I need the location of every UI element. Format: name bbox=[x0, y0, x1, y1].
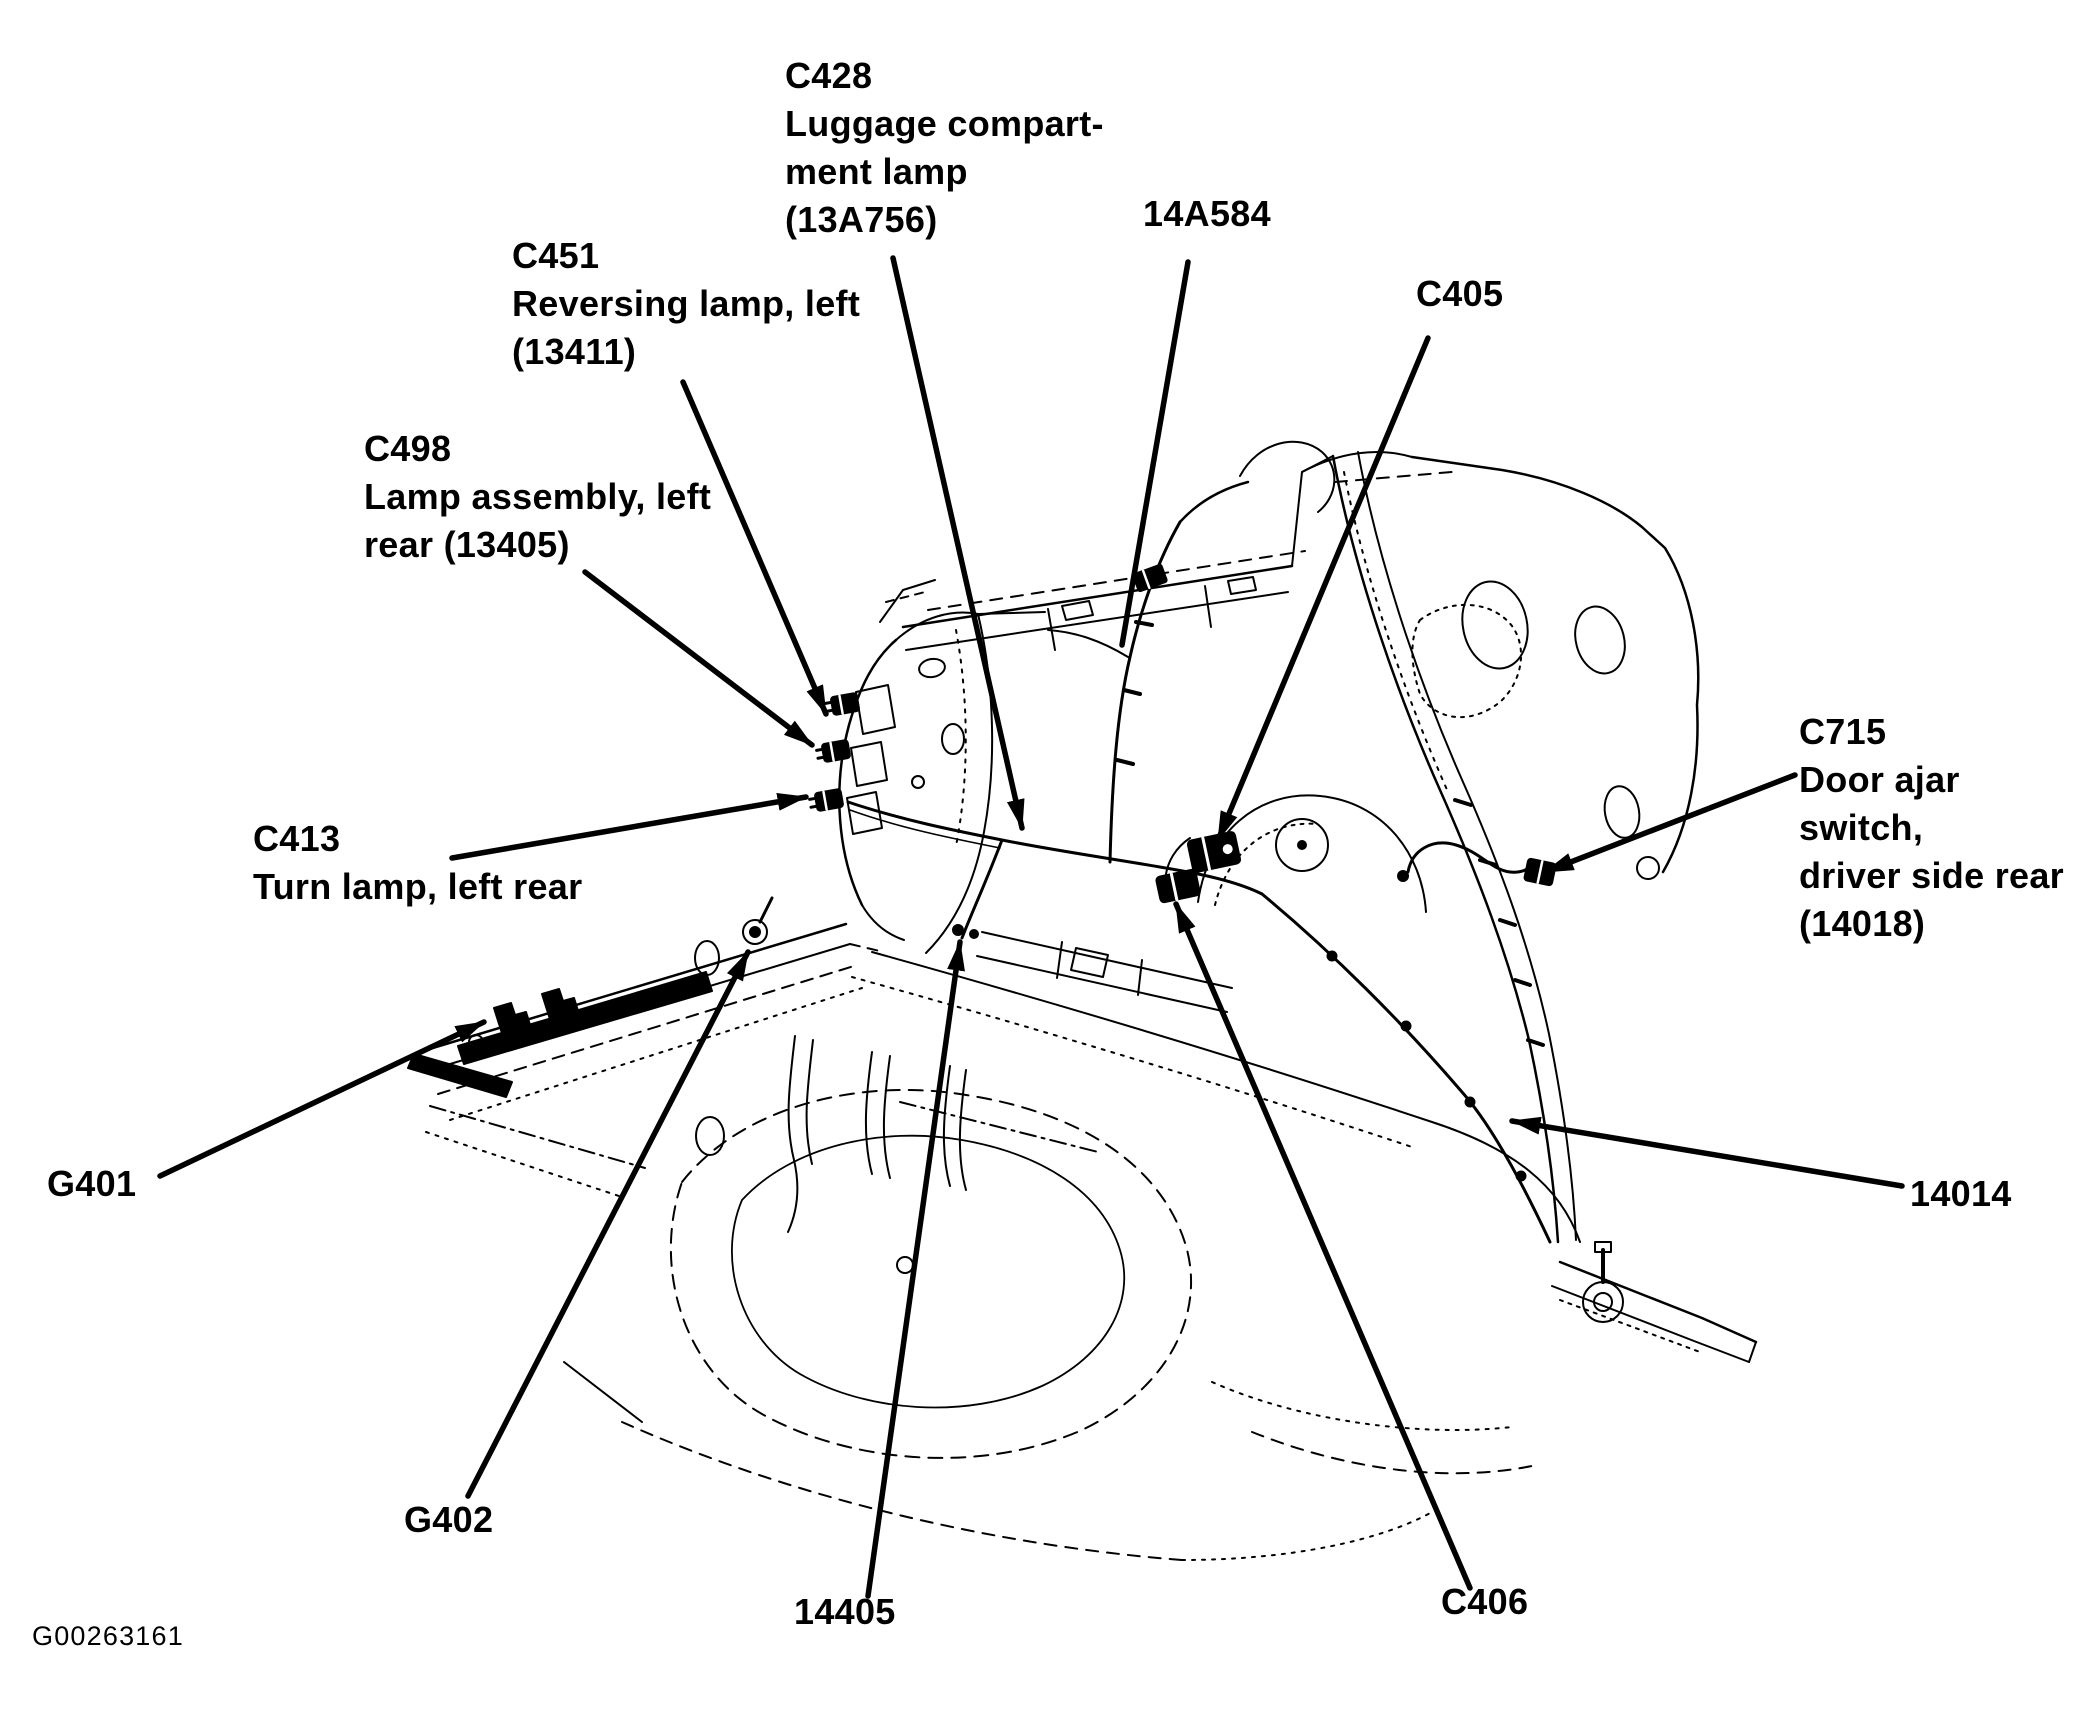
callout-14405: 14405 bbox=[794, 1591, 896, 1632]
callout-g402: G402 bbox=[404, 1499, 494, 1540]
rear-lamp-connectors bbox=[808, 692, 860, 812]
callout-c498: C498 Lamp assembly, left rear (13405) bbox=[364, 428, 712, 565]
callout-c451: C451 Reversing lamp, left (13411) bbox=[512, 235, 861, 372]
leader-c451 bbox=[680, 379, 829, 717]
right-quarter-panel bbox=[1410, 455, 1700, 880]
left-quarter-panel bbox=[838, 611, 1046, 954]
callout-14a584: 14A584 bbox=[1143, 193, 1271, 234]
leader-c413 bbox=[449, 792, 809, 861]
leader-c715 bbox=[1542, 772, 1798, 875]
connector-c406 bbox=[1155, 868, 1201, 904]
leader-c498 bbox=[582, 569, 815, 748]
leader-14014 bbox=[1509, 1116, 1905, 1189]
callout-c715: C715 Door ajar switch, driver side rear … bbox=[1799, 711, 2064, 944]
wiring-harness bbox=[846, 480, 1552, 1244]
callout-14014: 14014 bbox=[1910, 1173, 2012, 1214]
trunk-floor-pan bbox=[425, 940, 1581, 1561]
leader-lines bbox=[157, 255, 1905, 1599]
spare-tire-well bbox=[669, 1088, 1193, 1459]
right-frame-rail bbox=[1211, 1241, 1758, 1475]
leader-c406 bbox=[1173, 901, 1473, 1591]
leader-g402 bbox=[465, 949, 751, 1499]
callout-g401: G401 bbox=[47, 1163, 137, 1204]
drawing-number: G00263161 bbox=[32, 1621, 184, 1651]
leader-14a584 bbox=[1119, 259, 1191, 648]
leader-c428 bbox=[890, 255, 1025, 831]
leader-14405 bbox=[865, 939, 965, 1599]
leader-c405 bbox=[1215, 335, 1431, 843]
connector-c405 bbox=[1186, 831, 1242, 873]
callout-c413: C413 Turn lamp, left rear bbox=[253, 818, 583, 907]
rear-bumper-rail bbox=[407, 922, 885, 1121]
callout-c428: C428 Luggage compart- ment lamp (13A756) bbox=[785, 55, 1104, 240]
package-tray-structure bbox=[1239, 440, 1453, 567]
leader-g401 bbox=[157, 1019, 487, 1179]
callout-c406: C406 bbox=[1441, 1581, 1529, 1622]
rear-body-panel bbox=[879, 550, 1306, 651]
rear-crossmember bbox=[976, 931, 1233, 1013]
callout-c405: C405 bbox=[1416, 273, 1504, 314]
ground-stud-g402 bbox=[742, 896, 774, 945]
